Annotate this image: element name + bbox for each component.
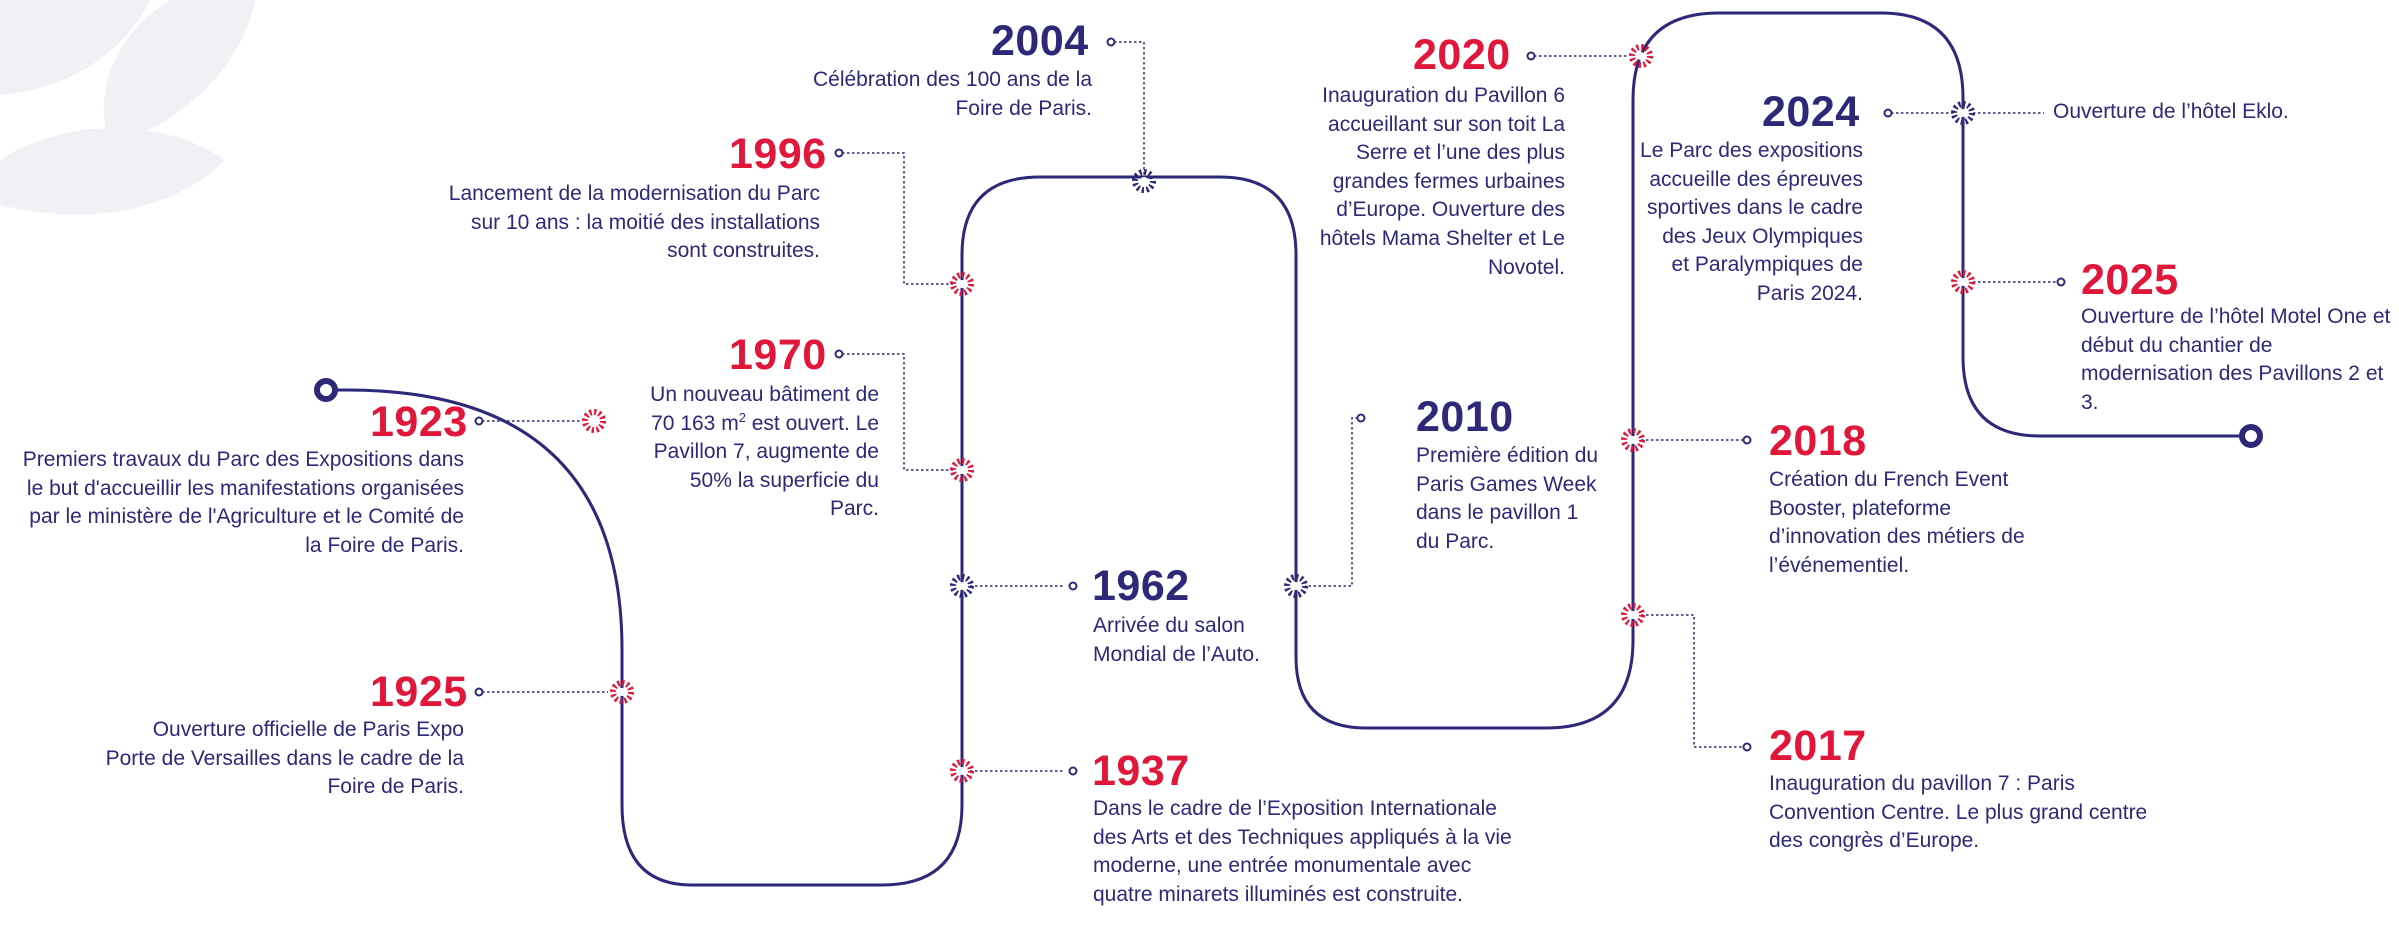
event-1962-text: Arrivée du salon Mondial de l’Auto. xyxy=(1093,614,1260,666)
year-2025: 2025 xyxy=(2081,256,2179,304)
node-1923-icon xyxy=(585,412,603,430)
year-2010: 2010 xyxy=(1416,393,1514,441)
node-2004-icon xyxy=(1135,172,1153,190)
event-1923-text: Premiers travaux du Parc des Expositions… xyxy=(22,448,464,557)
year-2020: 2020 xyxy=(1413,31,1511,79)
decorative-petals xyxy=(0,0,255,215)
timeline-end-cap xyxy=(2239,424,2263,448)
event-2018-text: Création du French Event Booster, platef… xyxy=(1769,468,2025,577)
event-1996-text: Lancement de la modernisation du Parc su… xyxy=(448,182,820,263)
event-2025-text: Ouverture de l’hôtel Motel One et début … xyxy=(2081,305,2391,414)
event-2017-text: Inauguration du pavillon 7 : Paris Conve… xyxy=(1769,772,2148,853)
connectors xyxy=(482,41,2058,772)
year-1923: 1923 xyxy=(370,398,468,446)
event-2024-text: Le Parc des expositions accueille des ép… xyxy=(1640,139,1863,305)
year-2017: 2017 xyxy=(1769,722,1867,770)
year-1937: 1937 xyxy=(1092,747,1190,795)
event-1970-text: Un nouveau bâtiment de 70 163 m2 est ouv… xyxy=(650,383,879,521)
year-2024: 2024 xyxy=(1762,88,1860,136)
year-1996: 1996 xyxy=(729,130,827,178)
year-2018: 2018 xyxy=(1769,417,1867,465)
event-2010-text: Première édition du Paris Games Week dan… xyxy=(1416,444,1599,553)
timeline-start-cap xyxy=(314,378,338,402)
year-1970: 1970 xyxy=(729,331,827,379)
event-1937-text: Dans le cadre de l’Exposition Internatio… xyxy=(1093,797,1512,906)
event-2020-text: Inauguration du Pavillon 6 accueillant s… xyxy=(1319,84,1565,279)
node-2020-icon xyxy=(1632,47,1650,65)
event-1925-text: Ouverture officielle de Paris Expo Porte… xyxy=(105,718,464,799)
year-1962: 1962 xyxy=(1092,562,1190,610)
event-2004-text: Célébration des 100 ans de la Foire de P… xyxy=(812,68,1092,120)
connector-ends xyxy=(474,37,2066,776)
year-1925: 1925 xyxy=(370,668,468,716)
timeline-path xyxy=(318,11,2242,887)
year-2004: 2004 xyxy=(991,17,1089,65)
event-eklo-text: Ouverture de l’hôtel Eklo. xyxy=(2053,100,2289,123)
